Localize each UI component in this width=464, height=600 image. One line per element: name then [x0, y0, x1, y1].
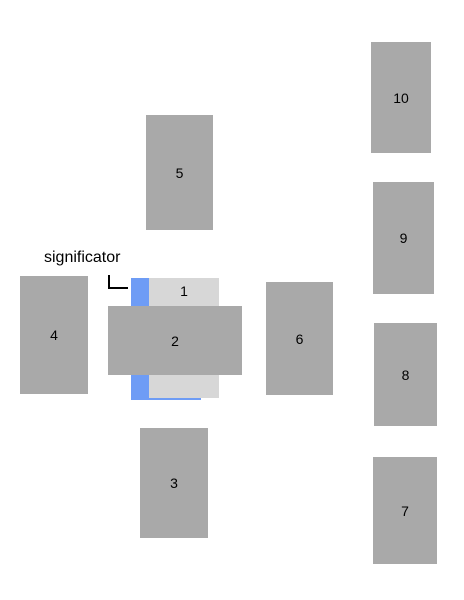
significator-bracket: [108, 275, 128, 289]
card-1-number: 1: [180, 283, 188, 299]
card-2: 2: [108, 306, 242, 375]
card-8-number: 8: [401, 366, 410, 383]
card-4: 4: [20, 276, 88, 394]
card-8: 8: [374, 323, 437, 426]
card-10: 10: [371, 42, 431, 153]
card-6: 6: [266, 282, 333, 395]
card-7-number: 7: [401, 502, 409, 519]
card-9: 9: [373, 182, 434, 294]
card-3: 3: [140, 428, 208, 538]
card-4-number: 4: [50, 327, 58, 343]
card-6-number: 6: [295, 330, 304, 347]
card-10-number: 10: [393, 89, 409, 106]
card-5-number: 5: [175, 164, 184, 181]
card-7: 7: [373, 457, 437, 564]
significator-label: significator: [44, 249, 121, 266]
card-3-number: 3: [170, 475, 178, 491]
card-2-number: 2: [171, 332, 179, 349]
card-5: 5: [146, 115, 213, 230]
card-9-number: 9: [399, 230, 408, 246]
